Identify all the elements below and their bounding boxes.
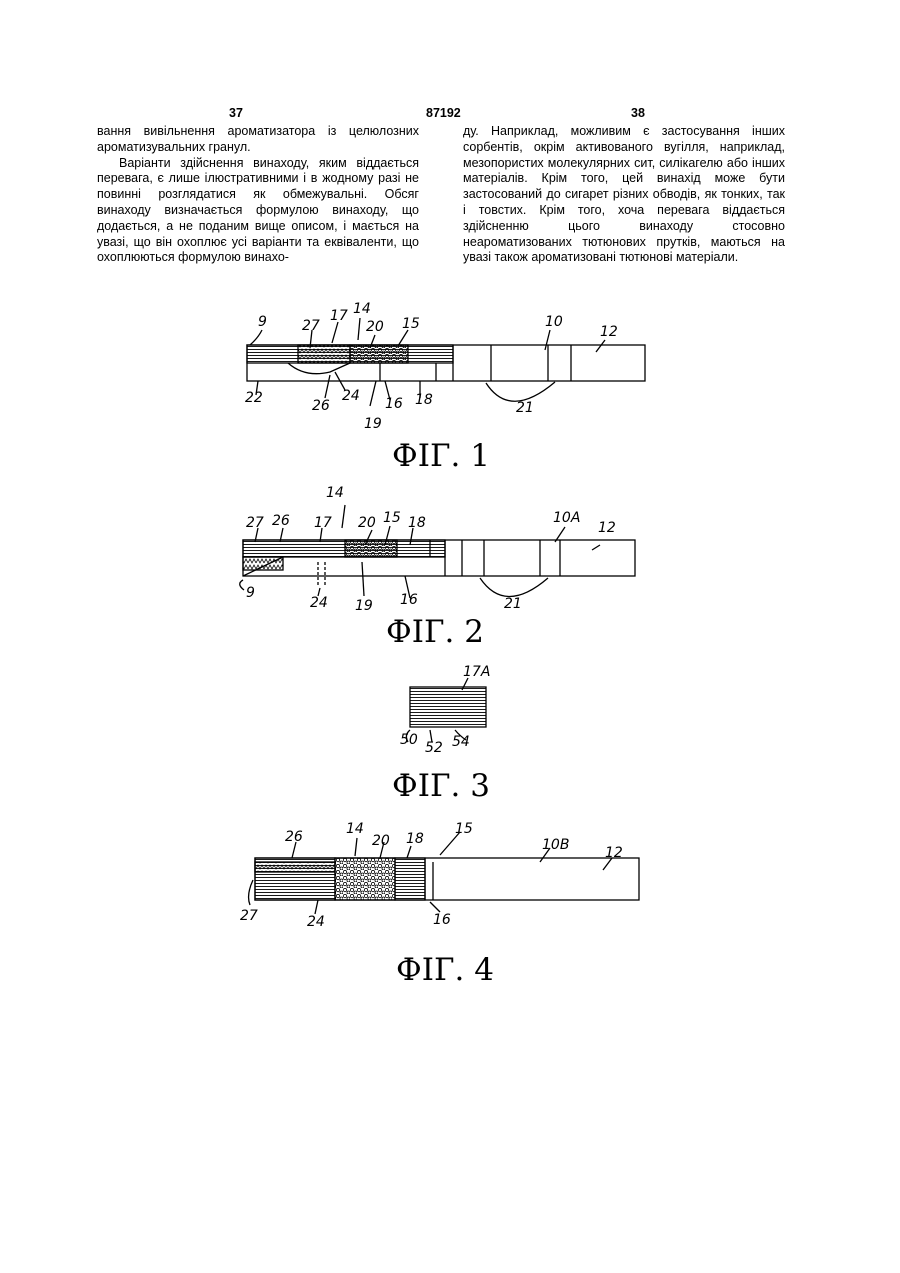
- fig1-label-9: 9: [258, 314, 267, 330]
- figure-3-labels: 17A 50 52 54 ФІГ. 3: [392, 664, 490, 804]
- fig1-label-27: 27: [302, 318, 320, 334]
- fig1-label-17: 17: [330, 308, 348, 324]
- fig2-caption: ФІГ. 2: [386, 614, 484, 650]
- fig1-label-14: 14: [353, 301, 371, 317]
- figure-4: [249, 832, 639, 914]
- channel-section-26-fig4: [255, 862, 335, 872]
- fig4-label-12: 12: [605, 845, 623, 861]
- fig1-label-26: 26: [312, 398, 330, 414]
- fig3-label-54: 54: [452, 734, 470, 750]
- fig2-label-27: 27: [246, 515, 264, 531]
- filter-section-18-fig4: [395, 858, 425, 900]
- fig4-label-10B: 10B: [542, 837, 569, 853]
- fig1-label-20: 20: [366, 319, 384, 335]
- fig2-label-16: 16: [400, 592, 418, 608]
- section-27-fig1: [298, 345, 350, 363]
- fig3-caption: ФІГ. 3: [392, 768, 490, 804]
- fig3-label-50: 50: [400, 732, 418, 748]
- fig2-label-18: 18: [408, 515, 426, 531]
- fig1-label-21: 21: [516, 400, 534, 416]
- fig2-label-20: 20: [358, 515, 376, 531]
- fig1-caption: ФІГ. 1: [392, 438, 490, 474]
- fig2-label-24: 24: [310, 595, 328, 611]
- fig1-label-10: 10: [545, 314, 563, 330]
- fig4-label-26: 26: [285, 829, 303, 845]
- sorbent-section-20-fig1: [350, 345, 408, 363]
- fig2-label-26: 26: [272, 513, 290, 529]
- fig2-label-17: 17: [314, 515, 332, 531]
- fig2-label-19: 19: [355, 598, 373, 614]
- fig1-label-12: 12: [600, 324, 618, 340]
- fig2-label-21: 21: [504, 596, 522, 612]
- figure-4-labels: 26 14 20 18 15 10B 12 27 24 16 ФІГ. 4: [240, 821, 623, 988]
- fig4-label-16: 16: [433, 912, 451, 928]
- filter-element-17A: [410, 687, 486, 727]
- filter-layers-fig2: [243, 540, 445, 557]
- fig4-label-14: 14: [346, 821, 364, 837]
- fig4-label-27: 27: [240, 908, 258, 924]
- figure-3: [406, 678, 486, 742]
- fig1-label-24: 24: [342, 388, 360, 404]
- fig2-label-10A: 10A: [553, 510, 580, 526]
- fig4-label-24: 24: [307, 914, 325, 930]
- fig4-label-15: 15: [455, 821, 473, 837]
- fig4-caption: ФІГ. 4: [396, 952, 494, 988]
- fig2-label-12: 12: [598, 520, 616, 536]
- fig1-label-18: 18: [415, 392, 433, 408]
- fig2-label-15: 15: [383, 510, 401, 526]
- fig1-label-15: 15: [402, 316, 420, 332]
- fig3-label-52: 52: [425, 740, 443, 756]
- fig2-label-14: 14: [326, 485, 344, 501]
- fig4-label-18: 18: [406, 831, 424, 847]
- channel-fig1: [288, 363, 350, 374]
- fig4-label-20: 20: [372, 833, 390, 849]
- section-27-fig2: [243, 557, 283, 570]
- fig1-label-22: 22: [245, 390, 263, 406]
- fig1-label-19: 19: [364, 416, 382, 432]
- figure-1-labels: 9 14 17 27 20 15 10 12 22 26 24 16 18 19…: [245, 301, 618, 474]
- fig2-label-9: 9: [246, 585, 255, 601]
- sorbent-section-20-fig2: [345, 540, 397, 557]
- sorbent-section-20-fig4: [335, 858, 395, 900]
- fig3-label-17A: 17A: [463, 664, 490, 680]
- fig1-label-16: 16: [385, 396, 403, 412]
